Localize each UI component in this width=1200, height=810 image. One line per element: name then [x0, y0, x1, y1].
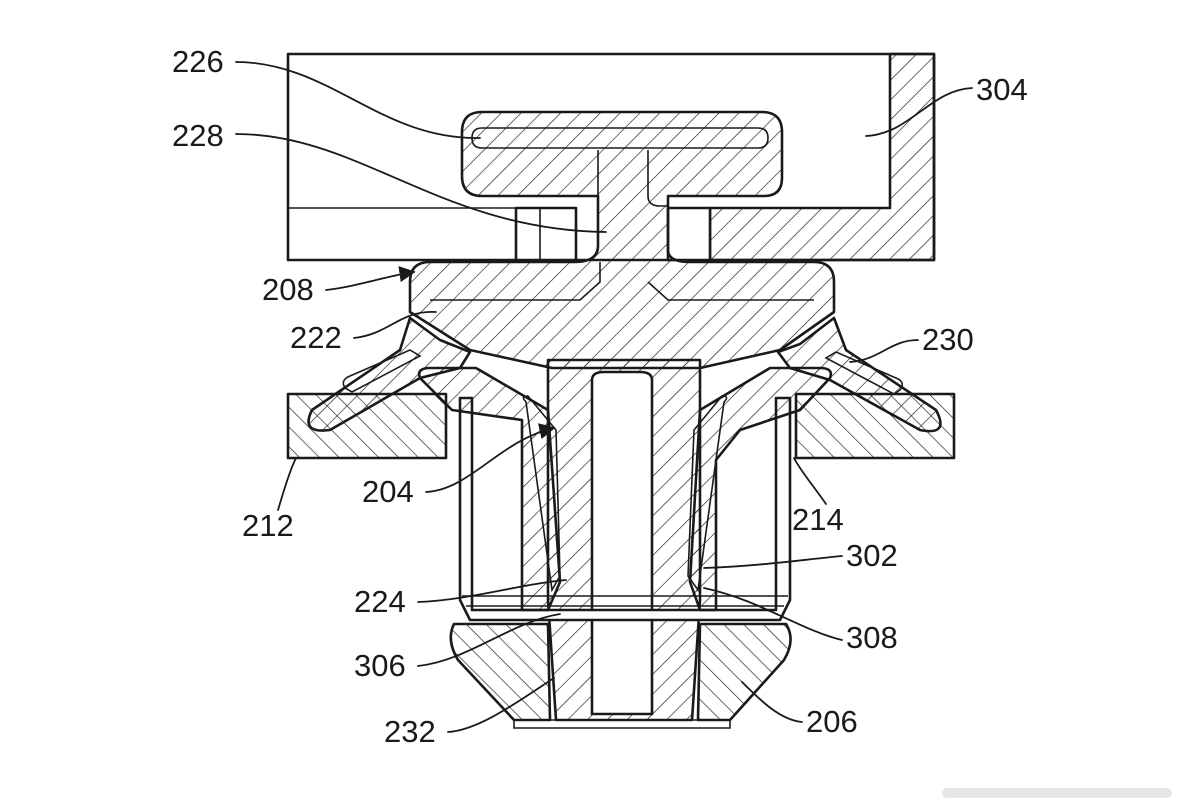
label-206: 206 — [806, 704, 858, 739]
label-308: 308 — [846, 620, 898, 655]
leader-306 — [417, 613, 561, 667]
leader-206 — [741, 681, 803, 723]
label-230: 230 — [922, 322, 974, 357]
label-208: 208 — [262, 272, 314, 307]
label-228: 228 — [172, 118, 224, 153]
label-232: 232 — [384, 714, 436, 749]
label-306: 306 — [354, 648, 406, 683]
fastener-shank — [546, 358, 702, 722]
label-222: 222 — [290, 320, 342, 355]
leader-226 — [235, 61, 481, 139]
leader-232 — [447, 677, 555, 733]
leader-308 — [703, 587, 843, 641]
leader-212 — [277, 457, 297, 511]
label-302: 302 — [846, 538, 898, 573]
label-204: 204 — [362, 474, 414, 509]
leader-204 — [425, 423, 556, 493]
label-212: 212 — [242, 508, 294, 543]
right-retention-leg — [687, 366, 833, 612]
leader-302 — [703, 555, 843, 569]
label-224: 224 — [354, 584, 406, 619]
label-304: 304 — [976, 72, 1028, 107]
label-226: 226 — [172, 44, 224, 79]
fastener-t-head — [408, 110, 836, 370]
leader-214 — [793, 457, 827, 505]
watermark-strip — [942, 788, 1172, 798]
leader-224 — [417, 579, 567, 603]
leader-230 — [849, 339, 919, 363]
leader-222 — [353, 311, 437, 339]
leader-228 — [235, 133, 607, 233]
lower-left-panel — [286, 392, 448, 460]
left-retention-leg — [417, 366, 562, 612]
lower-right-panel — [794, 392, 956, 460]
leader-208 — [325, 266, 416, 291]
label-214: 214 — [792, 502, 844, 537]
leader-304 — [865, 87, 973, 137]
